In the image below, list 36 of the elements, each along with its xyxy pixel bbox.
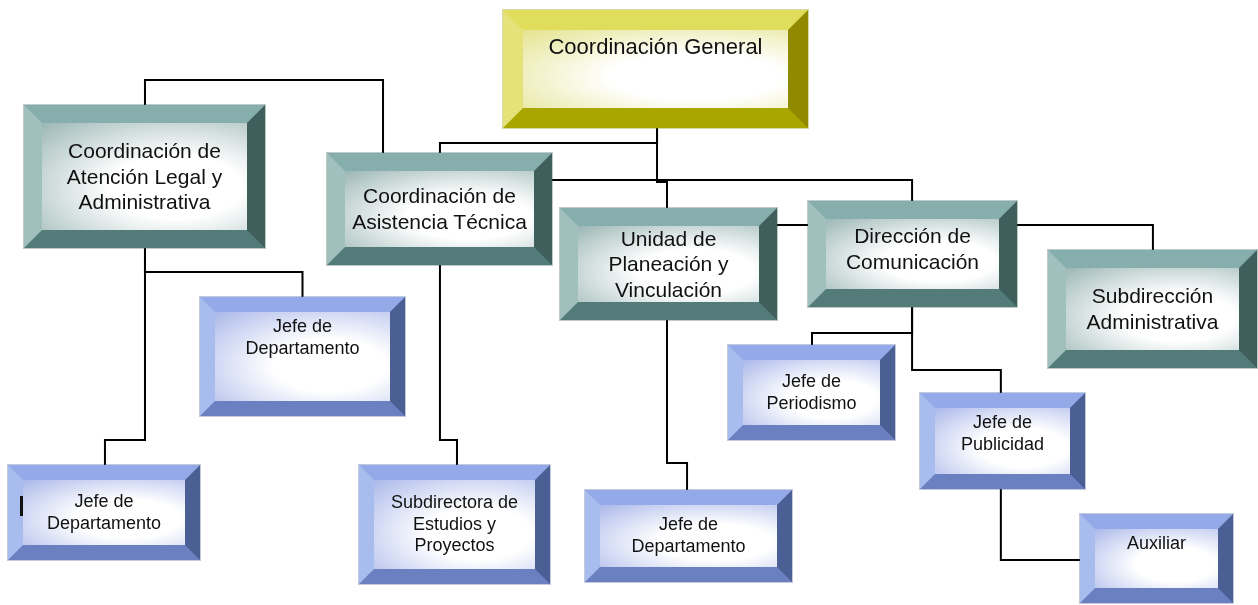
org-box [503,10,808,128]
org-box [728,345,895,440]
org-box [1080,514,1233,603]
connector-line [776,224,809,226]
org-box [920,393,1085,489]
box-label: Jefe de Departamento [244,316,361,360]
connector-line [103,247,146,466]
org-box [359,465,550,584]
box-label: Jefe de Publicidad [959,412,1046,456]
connector-line [666,319,689,491]
box-label: Coordinación de Asistencia Técnica [351,183,528,235]
connector-line [144,79,385,154]
box-label: Subdirectora de Estudios y Proyectos [389,491,520,558]
box-label: Coordinación de Atención Legal y Administrativa [65,138,224,215]
org-box [327,153,552,265]
connector-line [1016,223,1154,251]
org-box [808,201,1017,307]
org-box [24,105,265,248]
connector-line [438,264,458,466]
box-label: Unidad de Planeación y Vinculación [607,225,730,303]
org-box [1048,250,1257,368]
org-box [560,208,777,320]
org-box [8,465,200,560]
box-label: Auxiliar [1127,533,1186,555]
box-label: Coordinación General [548,34,763,61]
org-box [200,297,405,416]
box-label: Jefe de Periodismo [765,370,858,415]
box-label: Jefe de Departamento [45,490,163,535]
connector-line [999,488,1081,561]
box-label: Subdirección Administrativa [1085,283,1220,335]
connector-line [656,127,668,209]
connector-line [911,306,1002,394]
box-label: Dirección de Comunicación [844,223,981,275]
box-label: Jefe de Departamento [630,514,747,558]
org-box [585,490,792,582]
connector-line [551,178,914,202]
